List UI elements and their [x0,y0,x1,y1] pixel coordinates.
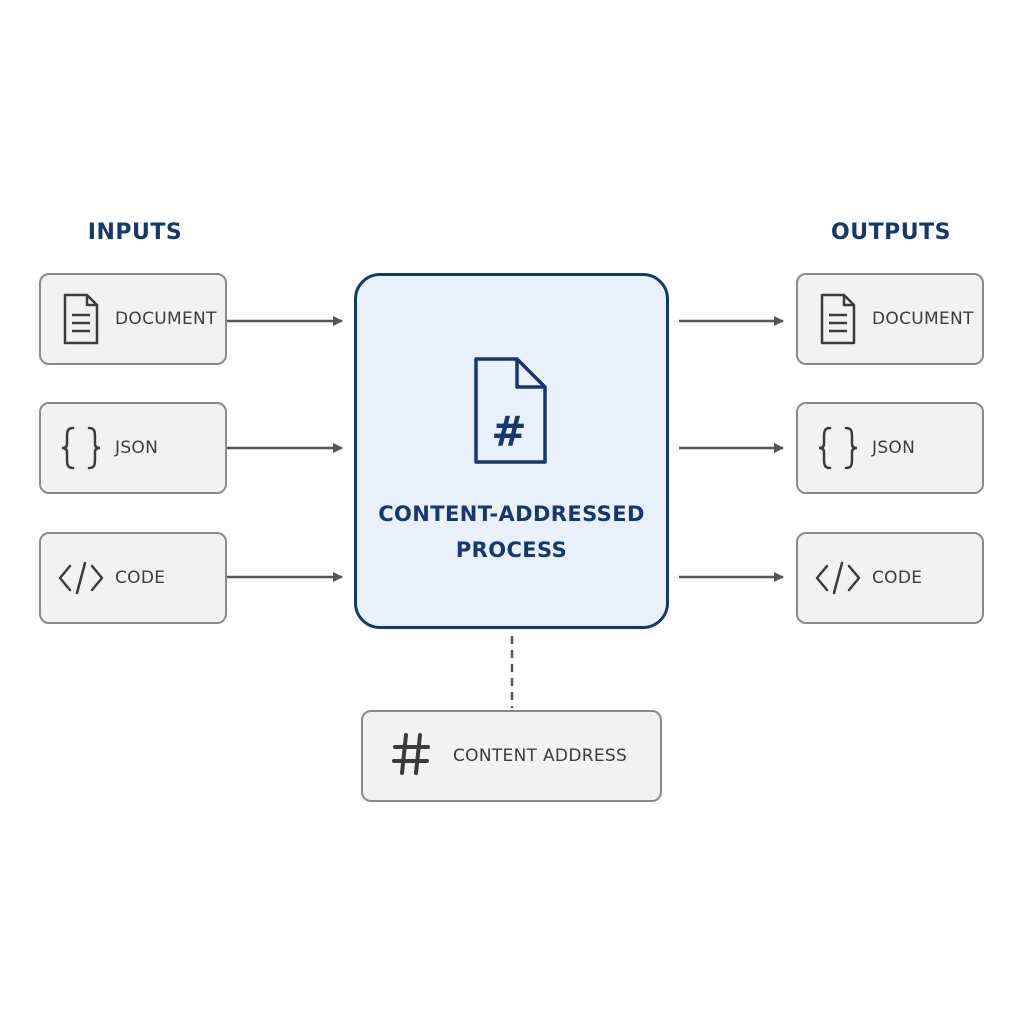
content-address-label: CONTENT ADDRESS [453,746,628,766]
input-code-box[interactable]: CODE [39,532,227,624]
process-label-line2: PROCESS [455,538,568,562]
output-document-label: DOCUMENT [872,309,974,329]
braces-icon [814,422,862,474]
input-code-label: CODE [115,568,166,588]
process-label: CONTENT-ADDRESSED PROCESS [357,496,666,568]
hash-document-icon: # [471,356,551,466]
outputs-title: OUTPUTS [831,220,951,245]
code-icon [57,552,105,604]
hash-icon [391,732,431,780]
process-label-line1: CONTENT-ADDRESSED [378,502,645,526]
output-code-box[interactable]: CODE [796,532,984,624]
content-address-box[interactable]: CONTENT ADDRESS [361,710,662,802]
input-document-box[interactable]: DOCUMENT [39,273,227,365]
code-icon [814,552,862,604]
document-icon [814,293,862,345]
output-json-label: JSON [872,438,916,458]
svg-text:#: # [491,407,526,456]
inputs-title: INPUTS [87,220,183,245]
input-document-label: DOCUMENT [115,309,217,329]
input-json-box[interactable]: JSON [39,402,227,494]
document-icon [57,293,105,345]
output-json-box[interactable]: JSON [796,402,984,494]
input-json-label: JSON [115,438,159,458]
output-code-label: CODE [872,568,923,588]
output-document-box[interactable]: DOCUMENT [796,273,984,365]
content-addressed-process-box[interactable]: # CONTENT-ADDRESSED PROCESS [354,273,669,629]
braces-icon [57,422,105,474]
